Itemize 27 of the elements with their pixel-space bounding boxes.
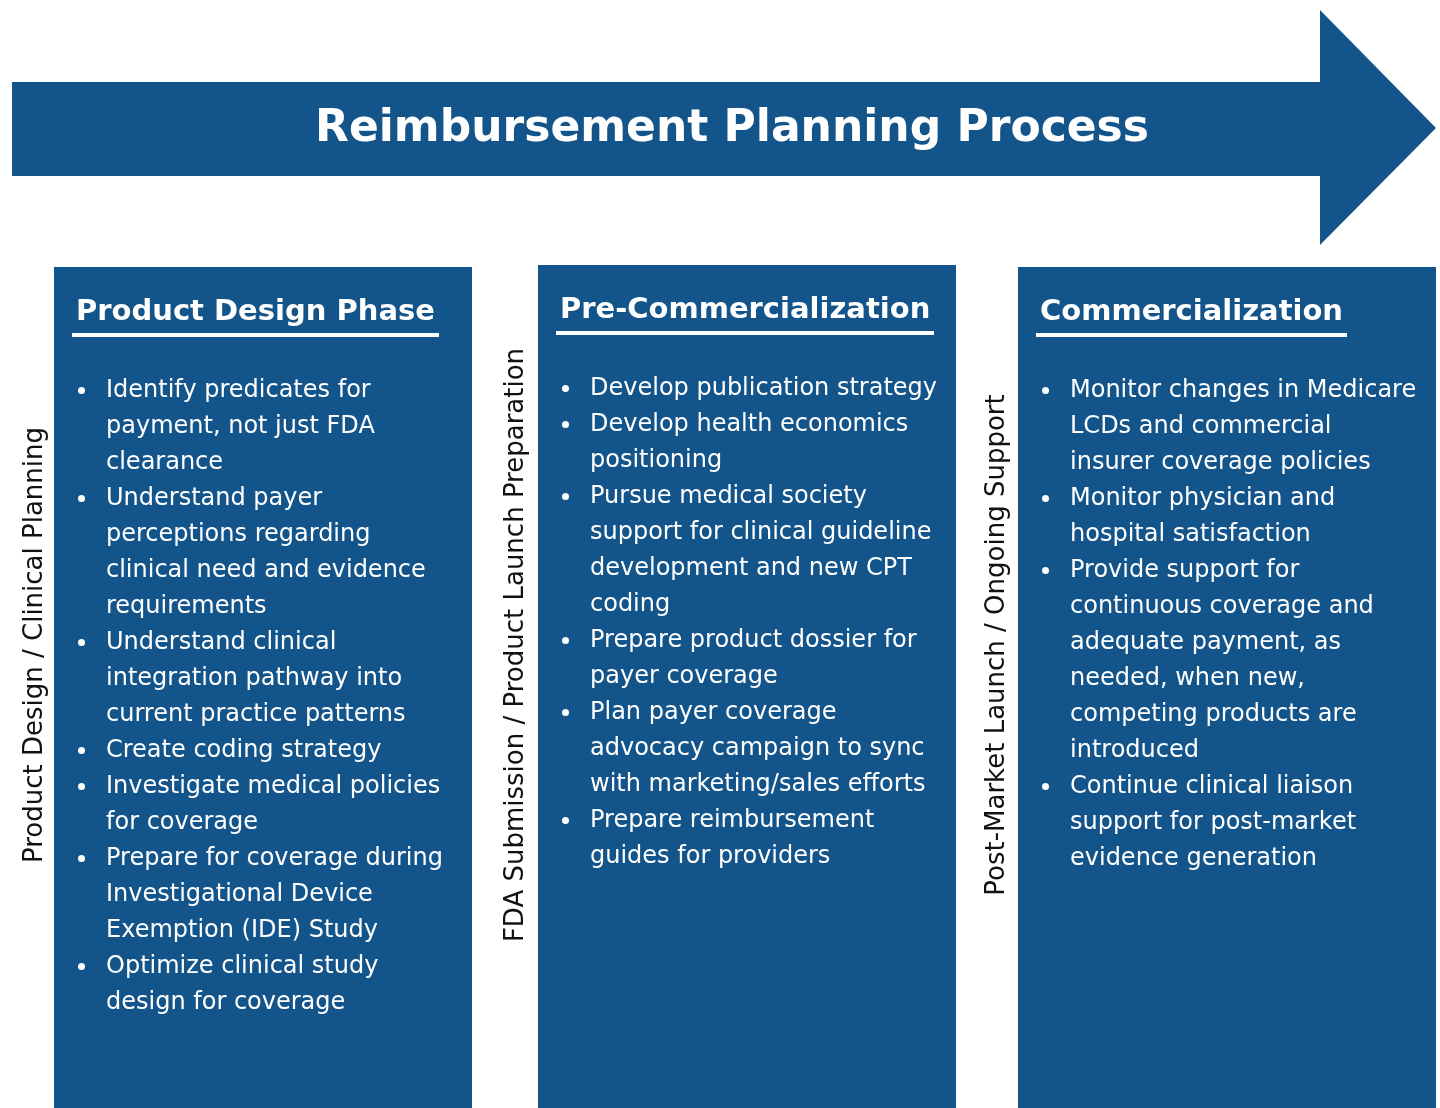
bullet-text: Develop publication strategy	[590, 372, 938, 403]
bullet-text: Prepare reimbursement guides for providers	[590, 804, 876, 871]
bullet-text: Optimize clinical study design for coverage	[106, 950, 380, 1017]
bullet-text: Prepare product dossier for payer coverage	[590, 624, 918, 691]
title: Reimbursement Planning Process	[314, 100, 1150, 151]
phase-panel	[538, 265, 956, 1108]
bullet-text: Plan payer coverage advocacy campaign to sync with marketing/sales efforts	[590, 696, 927, 799]
panel-heading: Pre-Commercialization	[556, 291, 935, 335]
bullet-text: Monitor physician and hospital satisfaction	[1070, 482, 1337, 549]
bullet-text: Provide support for continuous coverage and adequate payment, as needed, when new, competing products are introduced	[1070, 554, 1375, 765]
bullet-text: Pursue medical society support for clinical guideline development and new CPT coding	[590, 480, 933, 619]
bullet-text: Monitor changes in Medicare LCDs and commercial insurer coverage policies	[1070, 374, 1418, 477]
bullet-text: Understand clinical integration pathway into current practice patterns	[106, 626, 407, 729]
bullet-text: Identify predicates for payment, not just FDA clearance	[106, 374, 376, 477]
bullet-text: Prepare for coverage during Investigational Device Exemption (IDE) Study	[106, 842, 444, 945]
panel-heading: Commercialization	[1036, 293, 1347, 337]
phase-panel	[54, 267, 472, 1108]
bullet-text: Create coding strategy	[106, 734, 383, 765]
stage-label: Post-Market Launch / Ongoing Support	[980, 394, 1010, 896]
bullet-text: Continue clinical liaison support for post-market evidence generation	[1070, 770, 1358, 873]
stage-label: Product Design / Clinical Planning	[18, 426, 48, 864]
stage-label: FDA Submission / Product Launch Preparation	[499, 347, 529, 943]
phase-panel	[1018, 267, 1436, 1108]
bullet-text: Develop health economics positioning	[590, 408, 910, 475]
bullet-text: Understand payer perceptions regarding clinical need and evidence requirements	[106, 482, 427, 621]
panel-heading: Product Design Phase	[72, 293, 439, 337]
bullet-text: Investigate medical policies for coverage	[106, 770, 442, 837]
